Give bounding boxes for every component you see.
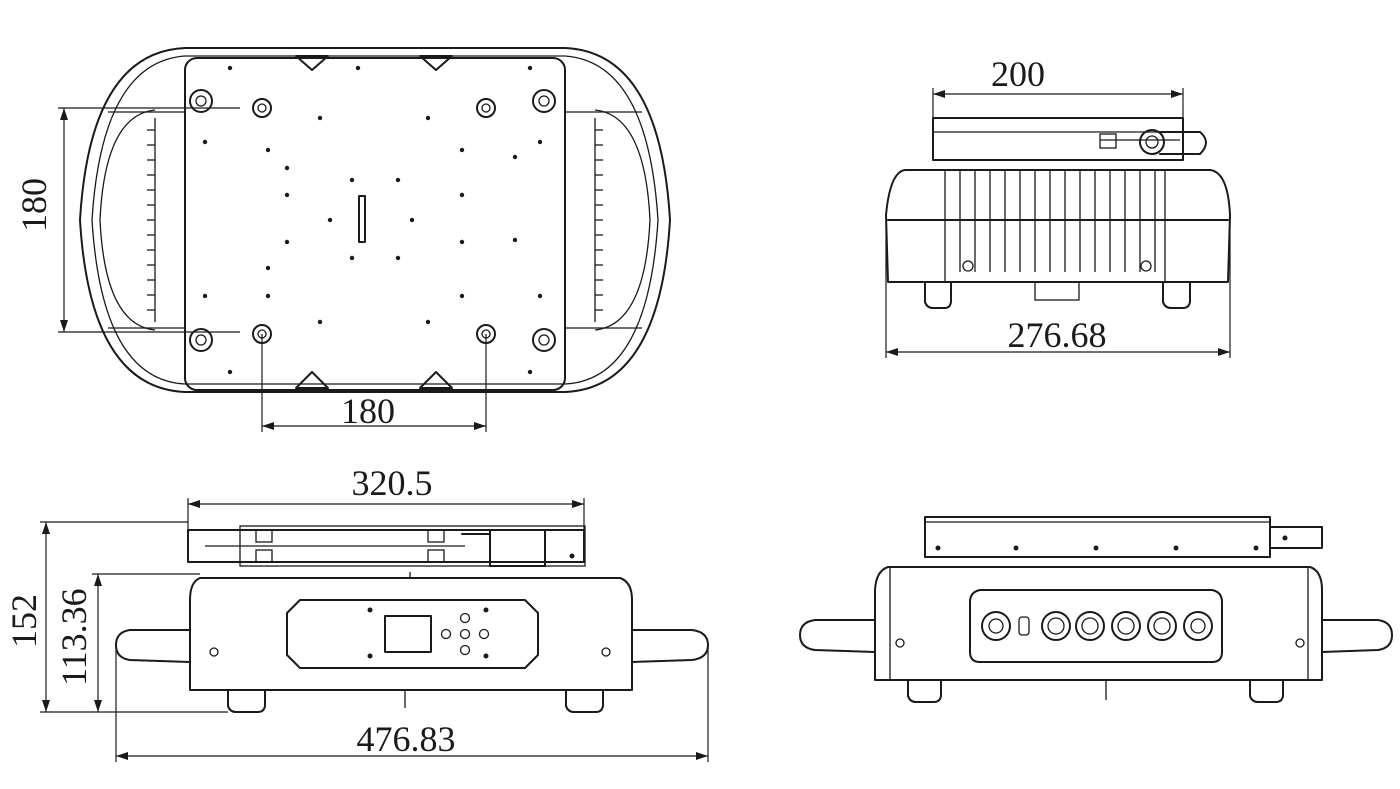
dim-front-view-body-height: 113.36 <box>54 573 200 712</box>
dim-front-view-total-height: 152 <box>4 521 228 713</box>
dim-top-view-hole-spacing: 180 <box>261 334 487 432</box>
dim-side-view-bracket: 200 <box>932 54 1184 118</box>
dim-front-view-bracket: 320.5 <box>187 463 585 530</box>
dim-label-front-view-bracket: 320.5 <box>352 463 433 503</box>
rear-connectors <box>981 611 1213 641</box>
right-fins <box>594 118 603 322</box>
clamp-holes <box>252 98 496 344</box>
side-fins <box>959 170 1156 272</box>
rear-view <box>799 516 1393 703</box>
left-fins <box>147 118 156 322</box>
dim-label-side-view-body: 276.68 <box>1008 315 1107 355</box>
small-holes <box>202 65 543 375</box>
dim-label-front-view-total-width: 476.83 <box>357 719 456 759</box>
dim-label-front-view-total-height: 152 <box>4 594 44 648</box>
dim-label-top-view-height: 180 <box>14 178 54 232</box>
dim-side-view-body: 276.68 <box>885 220 1231 358</box>
top-view: 180 180 <box>14 47 671 432</box>
dim-top-view-height: 180 <box>14 107 240 333</box>
dim-label-top-view-hole-spacing: 180 <box>341 391 395 431</box>
front-view: 320.5 152 113.36 476.83 <box>4 463 709 762</box>
dim-label-side-view-bracket: 200 <box>991 54 1045 94</box>
side-view: 200 276.68 <box>885 54 1231 358</box>
dim-label-front-view-body-height: 113.36 <box>54 588 94 686</box>
dim-front-view-total-width: 476.83 <box>115 645 709 762</box>
corner-feet <box>189 89 556 352</box>
